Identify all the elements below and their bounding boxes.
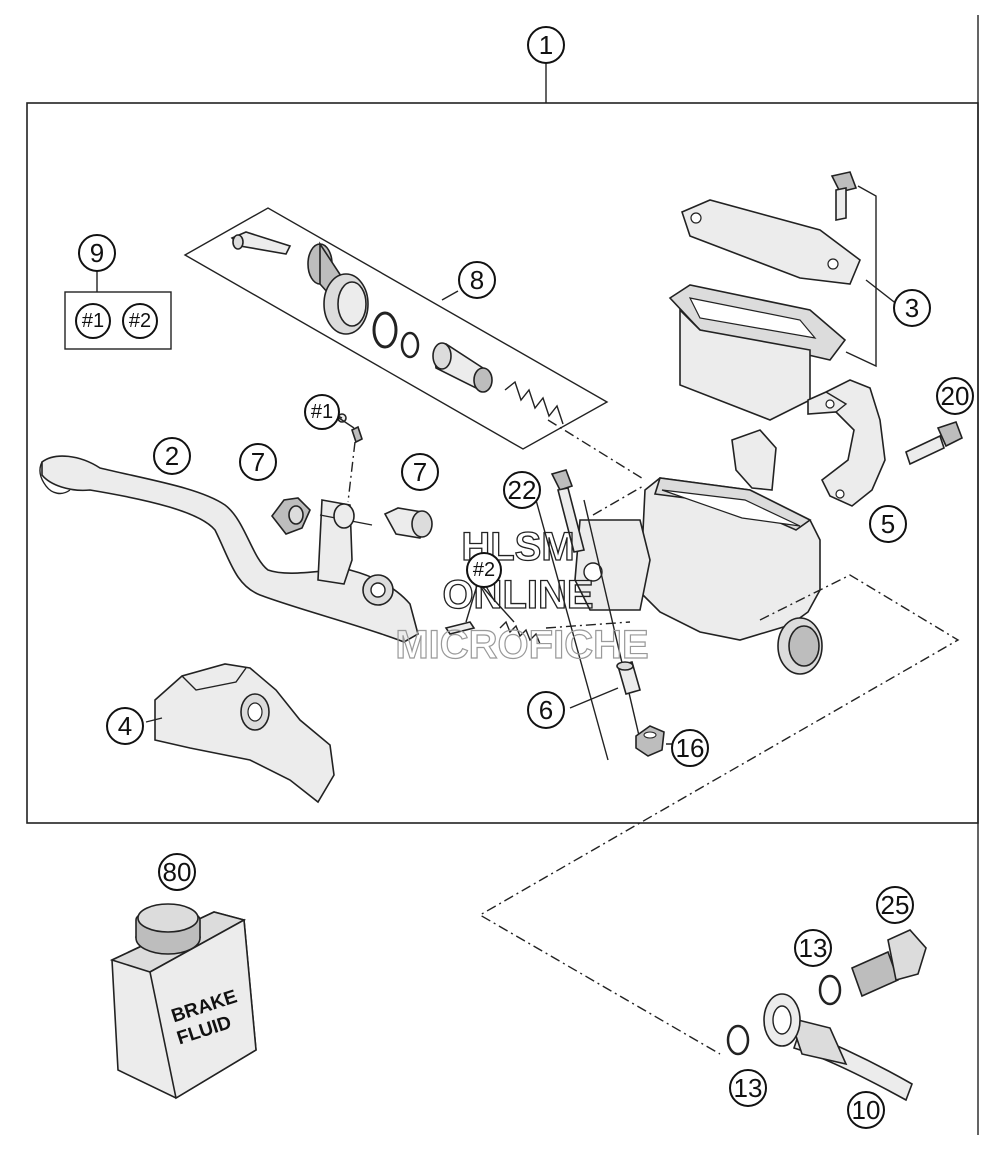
rubber-boot <box>307 241 369 335</box>
brake-fluid-bottle <box>109 903 257 1100</box>
callout-1: 1 <box>527 26 565 64</box>
svg-text:9: 9 <box>90 238 104 268</box>
svg-text:6: 6 <box>539 695 553 725</box>
callout-3-leader <box>865 279 899 306</box>
callout-9: 9 <box>78 234 116 272</box>
svg-text:7: 7 <box>413 457 427 487</box>
svg-text:5: 5 <box>881 509 895 539</box>
callout-2: 2 <box>153 437 191 475</box>
spring <box>504 380 564 425</box>
o-ring <box>400 331 420 359</box>
svg-text:3: 3 <box>905 293 919 323</box>
svg-text:7: 7 <box>251 447 265 477</box>
callout-10: 10 <box>847 1091 885 1129</box>
lever-guard <box>154 663 335 804</box>
svg-text:4: 4 <box>118 711 132 741</box>
callout-13-top: 13 <box>794 929 832 967</box>
pivot-bushing-6 <box>616 661 641 695</box>
svg-text:2: 2 <box>165 441 179 471</box>
cover-screw <box>830 171 858 221</box>
callout-22-bracket-b <box>583 499 641 741</box>
callout-5: 5 <box>869 505 907 543</box>
callout-8: 8 <box>458 261 496 299</box>
dash-guide-body <box>592 484 646 516</box>
svg-text:13: 13 <box>734 1073 763 1103</box>
callout-16: 16 <box>671 729 709 767</box>
callout-6: 6 <box>527 691 565 729</box>
adjuster-knob <box>270 497 311 535</box>
svg-text:13: 13 <box>799 933 828 963</box>
pivot-bushing <box>333 503 355 529</box>
callout-hash1-kit9: #1 <box>75 303 111 339</box>
adjuster-sleeve <box>383 507 433 539</box>
svg-text:#1: #1 <box>82 310 104 332</box>
svg-text:8: 8 <box>470 265 484 295</box>
svg-text:16: 16 <box>676 733 705 763</box>
brake-hose <box>788 1016 913 1102</box>
callout-hash1-parts: #1 <box>304 394 340 430</box>
piston <box>432 342 493 393</box>
callout-22-bracket-a <box>535 499 609 761</box>
callout-4: 4 <box>106 707 144 745</box>
callout-20: 20 <box>936 377 974 415</box>
callout-6-leader <box>569 687 619 709</box>
callout-3-bracket <box>845 185 877 368</box>
push-rod <box>230 231 292 255</box>
hose-connection-guide <box>478 574 960 1055</box>
svg-text:10: 10 <box>852 1095 881 1125</box>
clamp-bolt <box>905 420 964 466</box>
watermark-line3: MICROFICHE <box>395 623 648 667</box>
pivot-bolt <box>550 469 585 553</box>
circlip <box>372 311 398 349</box>
reservoir-cover <box>681 199 861 285</box>
reservoir-diaphragm <box>668 284 847 421</box>
piston-kit-frame <box>183 207 609 450</box>
callout-4-leader <box>145 717 163 723</box>
handlebar-clamp <box>807 379 886 507</box>
svg-text:#1: #1 <box>311 401 333 423</box>
svg-text:25: 25 <box>881 890 910 920</box>
callout-3: 3 <box>893 289 931 327</box>
banjo-bolt <box>850 929 927 998</box>
brake-lever <box>39 455 419 643</box>
dash-guide-1 <box>347 441 356 503</box>
sealing-washer-b <box>818 974 842 1006</box>
callout-8-leader <box>441 290 459 301</box>
pivot-nut <box>635 725 665 757</box>
callout-22: 22 <box>503 471 541 509</box>
svg-text:1: 1 <box>539 30 553 60</box>
watermark-line2: ONLINE <box>442 573 593 617</box>
svg-text:20: 20 <box>941 381 970 411</box>
kit-9-frame <box>64 291 172 350</box>
callout-hash2-parts: #2 <box>466 552 502 588</box>
svg-text:#2: #2 <box>473 559 495 581</box>
callout-7-right: 7 <box>401 453 439 491</box>
spring-1 <box>351 425 363 444</box>
dash-guide-kit8 <box>547 419 646 481</box>
svg-text:22: 22 <box>508 475 537 505</box>
svg-text:80: 80 <box>163 857 192 887</box>
svg-text:#2: #2 <box>129 310 151 332</box>
callout-hash2-kit9: #2 <box>122 303 158 339</box>
callout-13-bottom: 13 <box>729 1069 767 1107</box>
callout-25: 25 <box>876 886 914 924</box>
callout-80: 80 <box>158 853 196 891</box>
sealing-washer-a <box>726 1024 750 1056</box>
pin-and-spring-2 <box>444 581 631 645</box>
banjo-fitting <box>763 993 801 1047</box>
assembly-frame <box>26 102 979 824</box>
callout-7-left: 7 <box>239 443 277 481</box>
